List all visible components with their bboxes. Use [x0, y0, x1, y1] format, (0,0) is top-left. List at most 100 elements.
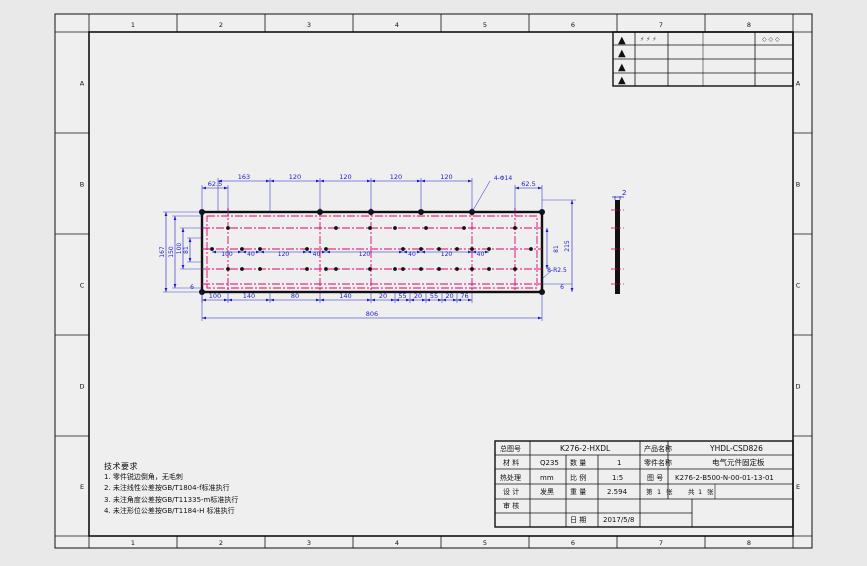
- dim-bottom-9: 76: [460, 292, 468, 300]
- zone-bottom-2: 2: [219, 539, 223, 547]
- zone-right-E: E: [796, 483, 800, 491]
- zone-top-6: 6: [571, 21, 575, 29]
- hole-small-21: [437, 267, 441, 271]
- plate-side-view: 2: [611, 189, 626, 294]
- zone-bottom-1: 1: [131, 539, 135, 547]
- tech-note-3: 3. 未注角度公差按GB/T11335-m标准执行: [104, 495, 239, 504]
- weight-value: 2.594: [607, 488, 628, 496]
- dim-inner-4: 120: [359, 251, 371, 258]
- title-block-text: 总图号 材 料 热处理 设 计 审 核 K276-2-HXDL Q235 mm …: [500, 444, 774, 524]
- hole-small-30: [210, 247, 214, 251]
- hole-small-27: [487, 267, 491, 271]
- dim-left-3: 81: [183, 246, 190, 254]
- hole-small-17: [419, 267, 423, 271]
- hole-small-10: [334, 226, 338, 230]
- product-code: YHDL-CSD826: [709, 444, 763, 453]
- zone-left-C: C: [80, 282, 85, 290]
- zone-left-A: A: [80, 80, 85, 88]
- hole-small-2: [240, 247, 244, 251]
- dim-right-2: 8-R2.5: [547, 267, 567, 274]
- hole-small-33: [368, 226, 372, 230]
- sheet-unit: 张: [666, 487, 673, 496]
- hole-small-7: [258, 267, 262, 271]
- date-value: 2017/5/8: [603, 516, 634, 524]
- hole-small-9: [324, 267, 328, 271]
- zone-top-1: 1: [131, 21, 135, 29]
- dim-left-0: 167: [159, 246, 166, 258]
- hole-small-16: [401, 267, 405, 271]
- dim-inner-2: 120: [278, 251, 290, 258]
- zone-bottom-7: 7: [659, 539, 663, 547]
- hole-small-20: [455, 247, 459, 251]
- dim-inner-0: 100: [221, 251, 233, 258]
- sheet-label: 第: [646, 487, 653, 496]
- treatment-value: 发黑: [540, 487, 554, 496]
- sheet-number: 1: [657, 488, 661, 496]
- dim-bottom-4: 20: [379, 292, 387, 300]
- dim-inner-1: 40: [247, 251, 255, 258]
- label-design: 设 计: [503, 487, 519, 496]
- name-label: 零件名称: [644, 458, 672, 467]
- zone-bottom-8: 8: [747, 539, 751, 547]
- dim-top-b-1: 120: [289, 173, 301, 181]
- hole-small-31: [529, 247, 533, 251]
- material-value: Q235: [540, 459, 559, 467]
- dim-bottom-8: 20: [445, 292, 453, 300]
- hole-small-4: [305, 247, 309, 251]
- hole-small-23: [462, 226, 466, 230]
- hole-small-6: [240, 267, 244, 271]
- zone-left-D: D: [79, 383, 84, 391]
- zone-top-2: 2: [219, 21, 223, 29]
- zone-bottom-6: 6: [571, 539, 575, 547]
- drawing-sheet: [54, 13, 813, 549]
- total-number: 1: [698, 488, 702, 496]
- hole-small-29: [513, 267, 517, 271]
- zone-top-3: 3: [307, 21, 311, 29]
- drawing-number: K276-2-B500-N-00-01-13-01: [675, 474, 774, 482]
- hole-small-14: [419, 247, 423, 251]
- quantity-value: 1: [617, 459, 621, 467]
- hole-small-11: [334, 267, 338, 271]
- part-name: 电气元件固定板: [712, 457, 765, 467]
- quantity-label: 数 量: [570, 458, 586, 467]
- dim-left-1: 150: [168, 246, 175, 258]
- tech-note-2: 2. 未注线性公差按GB/T1804-f标准执行: [104, 484, 230, 493]
- revision-table: ▲ ▲ ▲ ▲ ⚡ ⚡ ⚡ ◇ ◇ ◇: [612, 31, 794, 87]
- revision-mark-2: ▲: [618, 48, 626, 59]
- assembly-number: K276-2-HXDL: [560, 444, 611, 453]
- zone-top-8: 8: [747, 21, 751, 29]
- dim-top-c-0: 62.5: [521, 180, 535, 188]
- dim-top-b-2: 120: [339, 173, 351, 181]
- dim-bottom-0: 100: [209, 292, 221, 300]
- hole-small-5: [324, 247, 328, 251]
- label-material: 材 料: [503, 458, 519, 467]
- dim-overall-0: 806: [366, 310, 378, 318]
- hole-small-32: [368, 267, 372, 271]
- revision-header-1: ⚡ ⚡ ⚡: [640, 36, 656, 43]
- total-unit: 张: [707, 487, 714, 496]
- hole-small-28: [513, 226, 517, 230]
- zone-top-5: 5: [483, 21, 487, 29]
- dim-top-b-4: 120: [440, 173, 452, 181]
- zone-top-7: 7: [659, 21, 663, 29]
- dim-top-a-0: 62.5: [208, 180, 222, 188]
- technical-requirements: 技术要求 1. 零件锐边倒角，无毛刺 2. 未注线性公差按GB/T1804-f标…: [104, 461, 304, 517]
- ratio-value: 1:5: [612, 474, 623, 482]
- dim-inner-7: 40: [477, 251, 485, 258]
- hole-small-3: [258, 247, 262, 251]
- tech-note-1: 1. 零件锐边倒角，无毛刺: [104, 473, 183, 482]
- hole-small-26: [470, 267, 474, 271]
- revision-mark-1: ▲: [618, 35, 626, 46]
- hole-small-0: [226, 226, 230, 230]
- zone-right-D: D: [795, 383, 800, 391]
- zone-top-4: 4: [395, 21, 399, 29]
- label-review: 审 核: [503, 501, 519, 510]
- dim-right-1: 215: [564, 240, 571, 252]
- zone-bottom-4: 4: [395, 539, 399, 547]
- dim-hole-callout: 4-Φ14: [494, 175, 513, 182]
- hole-small-1: [226, 267, 230, 271]
- hole-small-22: [455, 267, 459, 271]
